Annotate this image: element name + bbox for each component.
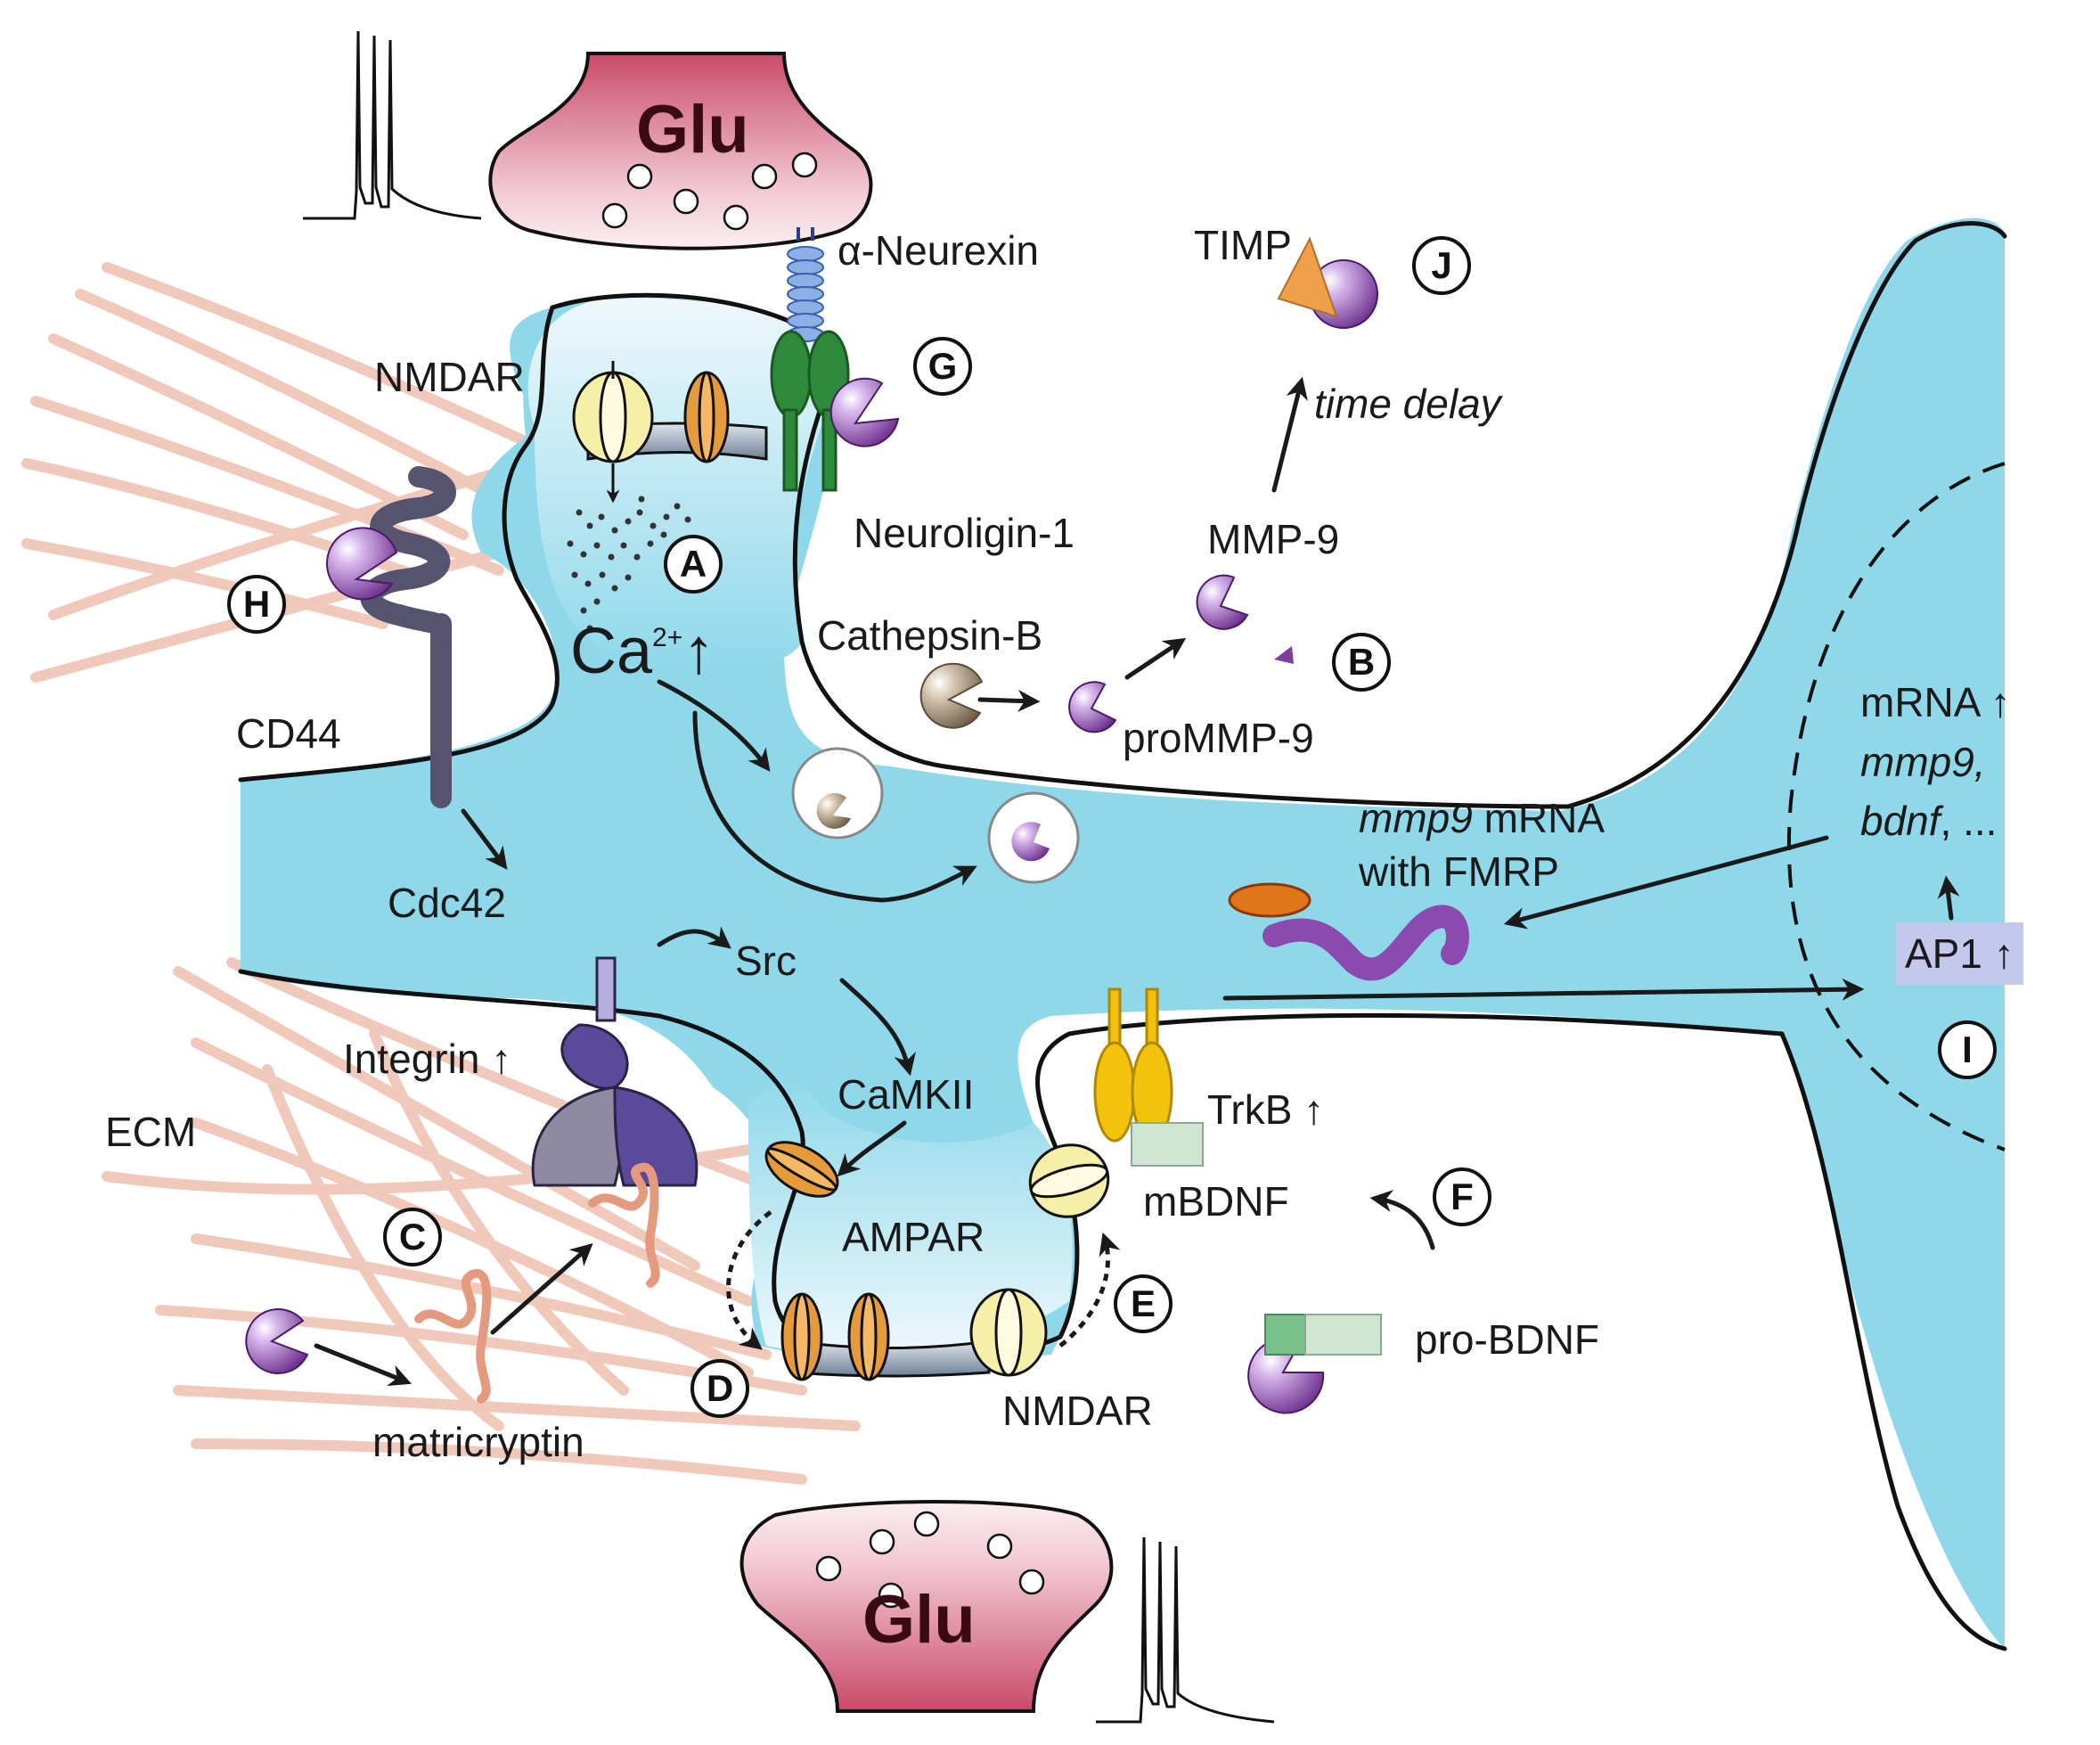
fmrp: [1228, 882, 1311, 918]
glu-label-bottom: Glu: [862, 1582, 976, 1658]
matricryptin-bound: [588, 1162, 660, 1288]
trkb-label: TrkB ↑: [1207, 1086, 1325, 1133]
marker-j: J: [1412, 236, 1471, 295]
ampar-label: AMPAR: [842, 1214, 985, 1260]
src-label: Src: [735, 938, 797, 984]
pro-bdnf-label: pro-BDNF: [1415, 1316, 1600, 1363]
nmdar-bottom-label: NMDAR: [1002, 1388, 1153, 1434]
camkii-label: CaMKII: [838, 1071, 975, 1118]
mbdnf-label: mBDNF: [1143, 1178, 1289, 1225]
cdc42-label: Cdc42: [388, 880, 506, 926]
nmdar-top-label: NMDAR: [374, 354, 525, 400]
lower-spine-interior: [748, 1078, 1073, 1356]
timp-label: TIMP: [1194, 222, 1292, 268]
marker-a: A: [664, 535, 723, 594]
integrin-label: Integrin ↑: [343, 1036, 512, 1082]
vesicle-2: [987, 791, 1080, 884]
mbdnf: [1131, 1122, 1204, 1167]
cd44-label: CD44: [236, 710, 341, 757]
vesicle-1: [791, 747, 884, 840]
pro-bdnf: [1247, 1314, 1382, 1414]
marker-f: F: [1433, 1167, 1491, 1226]
marker-h: H: [227, 575, 286, 634]
nmdar-top: [572, 361, 654, 463]
cathepsin-b: [919, 662, 984, 729]
mmp9-h: [326, 527, 398, 601]
prommp-9: [1068, 681, 1117, 733]
calcium-symbol: Ca: [570, 616, 653, 687]
cathepsin-b-label: Cathepsin-B: [817, 612, 1043, 659]
with-fmrp-label: with FMRP: [1359, 848, 1559, 895]
nucleus-boundary: [1786, 462, 2006, 1151]
neuroligin-label: Neuroligin-1: [854, 510, 1075, 556]
calcium-particles: [567, 496, 691, 632]
arrows: [314, 376, 1960, 1387]
mmp-9-active: [1196, 574, 1249, 630]
ap1-label: AP1 ↑: [1896, 922, 2023, 985]
propeptide: [1274, 646, 1294, 664]
marker-d: D: [690, 1359, 749, 1418]
prommp9-label: proMMP-9: [1123, 715, 1314, 761]
action-potential-trace-bottom: [1096, 1536, 1275, 1724]
ampar-lower-1: [764, 1141, 839, 1198]
trkb: [1093, 987, 1173, 1143]
matricryptin-label: matricryptin: [372, 1419, 584, 1465]
mmp9-mrna: [1262, 905, 1469, 981]
glu-label-top: Glu: [636, 92, 749, 168]
bdnf-gene-label: bdnf, ...: [1860, 800, 1997, 841]
mmp9-label: MMP-9: [1207, 516, 1340, 562]
marker-b: B: [1332, 633, 1391, 692]
mmp9-c: [245, 1308, 309, 1374]
matricryptin-fragment: [414, 1269, 492, 1404]
nmdar-lower: [969, 1143, 1110, 1377]
alpha-neurexin-label: α-Neurexin: [838, 227, 1040, 274]
alpha-neurexin: [787, 227, 824, 342]
action-potential-trace-top: [303, 30, 482, 220]
mmp9-gene-label: mmp9,: [1860, 739, 1986, 785]
marker-i: I: [1938, 1020, 1997, 1079]
gene-list-ellipsis: , ...: [1940, 798, 1998, 844]
bdnf-gene-name: bdnf: [1860, 798, 1941, 844]
mmp9-mrna-gene: mmp9: [1359, 795, 1473, 841]
mrna-increase-label: mRNA ↑: [1860, 679, 2011, 725]
integrin: [531, 956, 699, 1187]
timp: [1277, 236, 1338, 318]
ecm-label: ECM: [105, 1109, 197, 1155]
recycling-arrows: [726, 1209, 1121, 1350]
marker-g: G: [913, 337, 972, 396]
calcium-charge: 2+: [652, 623, 683, 652]
presynaptic-terminal-top: [488, 52, 873, 250]
calcium-label: Ca2+↑: [570, 619, 715, 684]
time-delay-label: time delay: [1314, 381, 1501, 427]
presynaptic-terminal-bottom: [739, 1500, 1114, 1713]
marker-c: C: [383, 1208, 442, 1266]
marker-e: E: [1114, 1274, 1173, 1333]
mmp9-g: [829, 377, 900, 447]
ampar-lower-2: [780, 1292, 890, 1381]
mmp9-mrna-word: mRNA: [1472, 795, 1606, 841]
ampar-top: [683, 371, 730, 463]
calcium-increase-arrow: ↑: [682, 616, 715, 687]
mmp9-mrna-label: mmp9 mRNA: [1359, 798, 1605, 839]
